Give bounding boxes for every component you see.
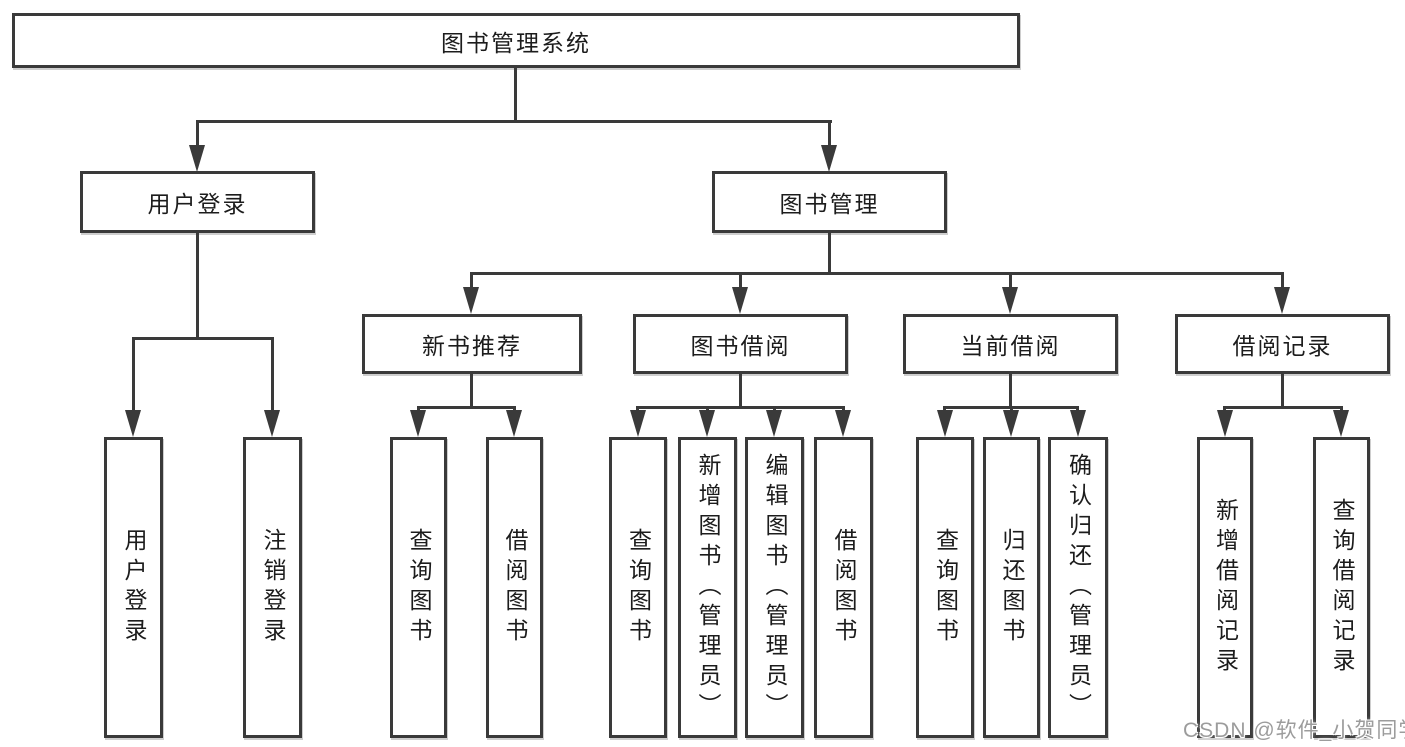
node-user-login: 用户登录	[80, 171, 315, 233]
arrowhead-down-icon	[264, 410, 280, 437]
leaf-label: 查询图书	[932, 527, 959, 648]
leaf-label: 注销登录	[260, 527, 286, 648]
arrowhead-down-icon	[189, 145, 205, 172]
leaf-confirm-return-admin: 确认归还（管理员）	[1048, 437, 1108, 738]
arrowhead-down-icon	[1070, 410, 1086, 437]
leaf-return-books: 归还图书	[983, 437, 1040, 738]
arrowhead-down-icon	[125, 410, 141, 437]
connector-drop	[1010, 406, 1013, 413]
node-label: 新书推荐	[422, 333, 522, 359]
connector-drop	[417, 406, 420, 413]
arrowhead-down-icon	[463, 287, 479, 314]
leaf-label: 编辑图书（管理员）	[762, 452, 788, 723]
node-label: 图书管理	[779, 191, 880, 217]
arrowhead-down-icon	[410, 410, 426, 437]
connector-drop-book-management	[828, 120, 831, 148]
connector-drop	[513, 406, 516, 413]
connector-root-rail	[196, 120, 832, 123]
arrowhead-down-icon	[1274, 287, 1290, 314]
connector-drop	[706, 406, 709, 413]
arrowhead-down-icon	[732, 287, 748, 314]
node-library-management-system: 图书管理系统	[12, 13, 1020, 68]
watermark: CSDN @软件_小贺同学	[1183, 719, 1405, 742]
connector-drop-leaf-logout	[271, 337, 274, 412]
node-label: 用户登录	[147, 191, 248, 217]
leaf-label: 用户登录	[121, 527, 147, 648]
arrowhead-down-icon	[835, 410, 851, 437]
arrowhead-down-icon	[1217, 410, 1233, 437]
arrowhead-down-icon	[937, 410, 953, 437]
connector-drop-borrow-records	[1281, 272, 1284, 290]
leaf-query-books-recommend: 查询图书	[390, 437, 447, 738]
connector-drop	[773, 406, 776, 413]
leaf-label: 查询图书	[406, 527, 432, 648]
leaf-add-books-admin: 新增图书（管理员）	[678, 437, 737, 738]
arrowhead-down-icon	[766, 410, 782, 437]
node-borrow-records: 借阅记录	[1175, 314, 1390, 374]
connector-book-borrow-stub	[739, 374, 742, 406]
leaf-query-borrow-record: 查询借阅记录	[1313, 437, 1370, 738]
leaf-borrow-books: 借阅图书	[814, 437, 873, 738]
leaf-borrow-books-recommend: 借阅图书	[486, 437, 543, 738]
leaf-label: 查询借阅记录	[1329, 497, 1355, 678]
leaf-label: 查询图书	[625, 527, 652, 648]
arrowhead-down-icon	[1003, 410, 1019, 437]
leaf-label: 新增图书（管理员）	[695, 452, 721, 723]
leaf-query-books-borrow: 查询图书	[609, 437, 667, 738]
node-new-book-recommend: 新书推荐	[362, 314, 582, 374]
node-label: 借阅记录	[1232, 333, 1333, 359]
arrowhead-down-icon	[1333, 410, 1349, 437]
connector-drop-book-borrow	[739, 272, 742, 290]
connector-user-login-rail	[132, 337, 274, 340]
connector-user-login-stub	[196, 233, 199, 337]
connector-drop-leaf-user-login	[132, 337, 135, 412]
leaf-query-books-current: 查询图书	[916, 437, 974, 738]
connector-drop	[1076, 406, 1079, 413]
node-current-borrow: 当前借阅	[903, 314, 1118, 374]
arrowhead-down-icon	[506, 410, 522, 437]
connector-borrow-records-rail	[1223, 406, 1343, 409]
connector-drop	[1340, 406, 1343, 413]
leaf-label: 确认归还（管理员）	[1065, 452, 1092, 723]
connector-current-borrow-stub	[1009, 374, 1012, 406]
connector-drop	[1223, 406, 1226, 413]
leaf-edit-books-admin: 编辑图书（管理员）	[745, 437, 804, 738]
connector-drop	[842, 406, 845, 413]
connector-new-book-stub	[470, 374, 473, 406]
node-label: 图书借阅	[690, 333, 791, 359]
connector-new-book-rail	[417, 406, 516, 409]
arrowhead-down-icon	[821, 145, 837, 172]
leaf-label: 归还图书	[999, 527, 1025, 648]
connector-book-mgmt-rail	[470, 272, 1284, 275]
connector-book-borrow-rail	[636, 406, 844, 409]
node-book-borrow: 图书借阅	[633, 314, 848, 374]
connector-drop	[636, 406, 639, 413]
node-book-management: 图书管理	[712, 171, 947, 233]
leaf-label: 借阅图书	[831, 527, 857, 648]
connector-root-stub	[514, 68, 517, 120]
leaf-label: 新增借阅记录	[1212, 497, 1239, 678]
leaf-logout-login: 注销登录	[243, 437, 302, 738]
node-label: 当前借阅	[960, 333, 1061, 359]
connector-drop-new-book	[470, 272, 473, 290]
arrowhead-down-icon	[1002, 287, 1018, 314]
leaf-user-login: 用户登录	[104, 437, 163, 738]
connector-book-mgmt-stub	[828, 233, 831, 272]
arrowhead-down-icon	[699, 410, 715, 437]
connector-drop	[943, 406, 946, 413]
connector-drop-current-borrow	[1009, 272, 1012, 290]
leaf-add-borrow-record: 新增借阅记录	[1197, 437, 1253, 738]
node-label: 图书管理系统	[441, 29, 591, 56]
connector-drop-user-login	[196, 120, 199, 148]
leaf-label: 借阅图书	[502, 527, 528, 648]
arrowhead-down-icon	[630, 410, 646, 437]
connector-borrow-records-stub	[1281, 374, 1284, 406]
